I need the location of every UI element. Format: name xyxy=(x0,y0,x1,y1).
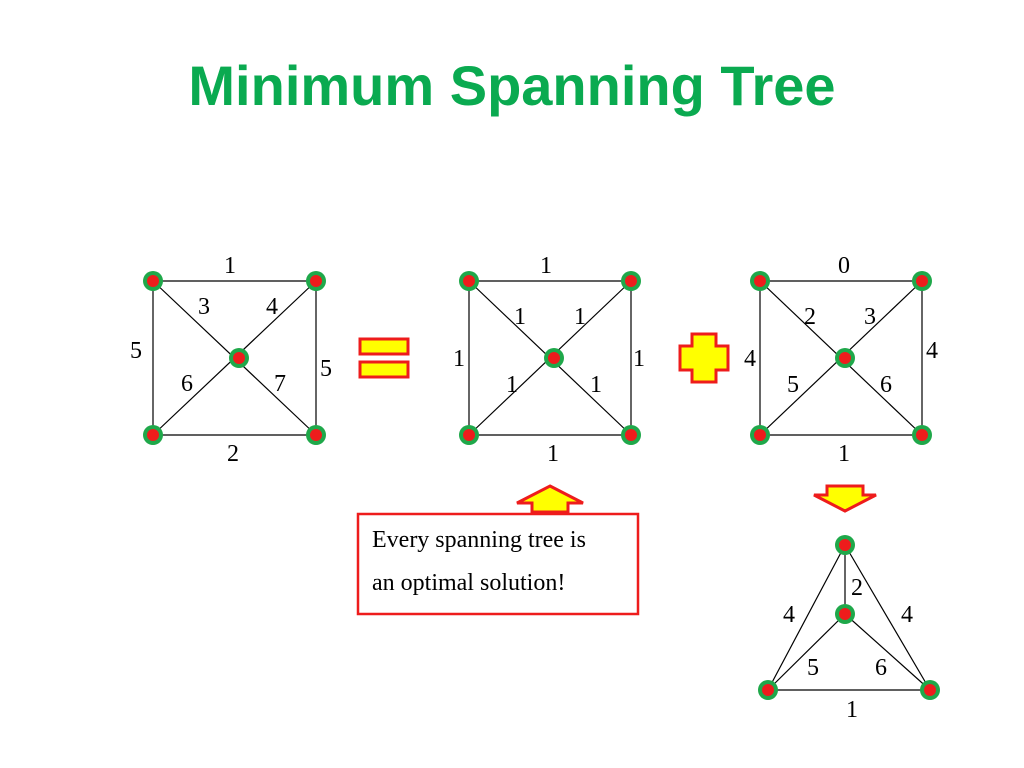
weight-tr-center: 4 xyxy=(266,294,278,320)
slide-title: Minimum Spanning Tree xyxy=(188,54,836,117)
weight-top: 0 xyxy=(838,253,850,279)
node-top-left xyxy=(750,271,770,291)
node-bottom-left xyxy=(758,680,778,700)
weight-bottom: 1 xyxy=(547,441,559,467)
weight-tl-center: 2 xyxy=(804,304,816,330)
node-bottom-right xyxy=(912,425,932,445)
note-box: Every spanning tree is an optimal soluti… xyxy=(356,512,640,616)
node-top-right xyxy=(306,271,326,291)
edge-right-top xyxy=(844,544,931,691)
weight-left: 1 xyxy=(453,346,465,372)
weight-center-left: 5 xyxy=(807,655,819,681)
weight-top-center: 2 xyxy=(851,575,863,601)
weight-left: 5 xyxy=(130,338,142,364)
plus-sign xyxy=(678,332,730,384)
node-bottom-left xyxy=(459,425,479,445)
weight-tl-center: 1 xyxy=(514,304,526,330)
weight-br-center: 7 xyxy=(274,371,286,397)
weight-center-right: 6 xyxy=(875,655,887,681)
node-bottom-left xyxy=(143,425,163,445)
weight-br-center: 6 xyxy=(880,372,892,398)
weight-tr-center: 3 xyxy=(864,304,876,330)
graph-original: 1 5 5 2 3 4 6 7 xyxy=(130,253,332,467)
node-center xyxy=(835,604,855,624)
note-line-1: Every spanning tree is xyxy=(372,527,586,553)
edge-center-right xyxy=(844,613,931,691)
node-center xyxy=(835,348,855,368)
weight-bl-center: 1 xyxy=(506,372,518,398)
weight-tr-center: 1 xyxy=(574,304,586,330)
weight-right: 5 xyxy=(320,356,332,382)
weight-bottom: 1 xyxy=(838,441,850,467)
node-bottom-right xyxy=(920,680,940,700)
graph-residual: 0 4 4 1 2 3 5 6 xyxy=(744,253,938,467)
node-bottom-right xyxy=(621,425,641,445)
edge-left-top xyxy=(767,544,846,691)
node-top-right xyxy=(912,271,932,291)
node-center xyxy=(229,348,249,368)
node-bottom-left xyxy=(750,425,770,445)
node-bottom-right xyxy=(306,425,326,445)
weight-br-center: 1 xyxy=(590,372,602,398)
weight-right: 1 xyxy=(633,346,645,372)
node-top-right xyxy=(621,271,641,291)
up-arrow xyxy=(516,484,584,514)
weight-bl-center: 5 xyxy=(787,372,799,398)
weight-bottom: 1 xyxy=(846,697,858,723)
node-top-left xyxy=(143,271,163,291)
weight-tl-center: 3 xyxy=(198,294,210,320)
down-arrow xyxy=(813,484,877,513)
node-center xyxy=(544,348,564,368)
weight-right: 4 xyxy=(926,338,938,364)
edge-center-left xyxy=(767,613,846,691)
weight-left-top: 4 xyxy=(783,602,795,628)
weight-bl-center: 6 xyxy=(181,371,193,397)
node-top xyxy=(835,535,855,555)
graph-triangle: 2 4 4 5 6 1 xyxy=(758,535,940,723)
weight-bottom: 2 xyxy=(227,441,239,467)
note-line-2: an optimal solution! xyxy=(372,570,565,596)
graph-unit: 1 1 1 1 1 1 1 1 xyxy=(453,253,645,467)
equals-sign xyxy=(358,337,410,379)
weight-top: 1 xyxy=(540,253,552,279)
weight-right-top: 4 xyxy=(901,602,913,628)
node-top-left xyxy=(459,271,479,291)
weight-left: 4 xyxy=(744,346,756,372)
weight-top: 1 xyxy=(224,253,236,279)
